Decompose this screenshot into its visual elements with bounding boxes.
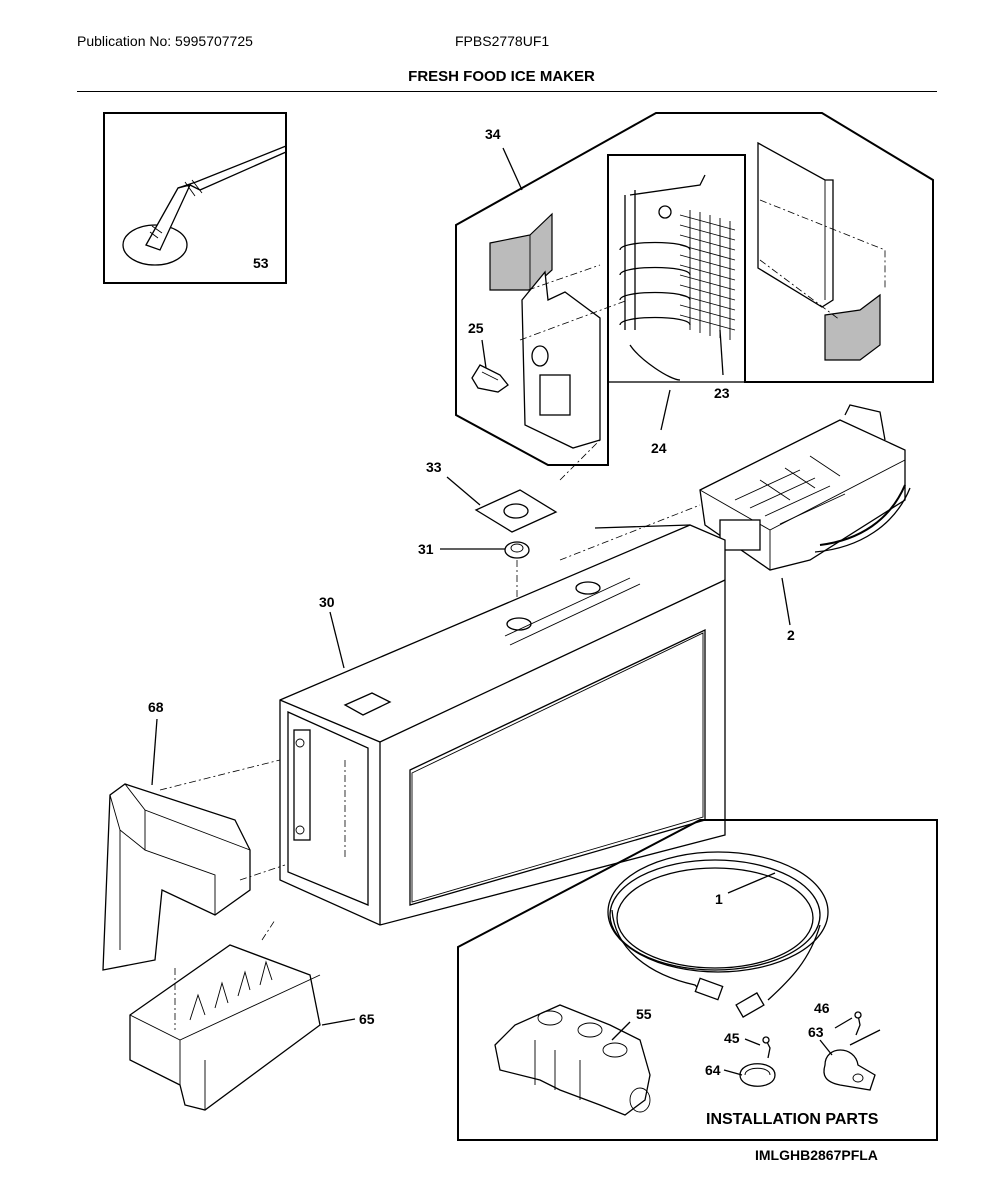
inset-53 xyxy=(103,112,287,284)
ice-maker-2 xyxy=(559,404,911,571)
callout-64: 64 xyxy=(705,1062,721,1078)
publication-number: Publication No: 5995707725 xyxy=(77,33,253,49)
diagram-code: IMLGHB2867PFLA xyxy=(755,1147,878,1163)
installation-parts-panel xyxy=(457,819,938,1141)
callout-31: 31 xyxy=(418,541,434,557)
callout-labels: 34 25 23 24 53 33 31 30 2 68 65 1 55 45 … xyxy=(148,126,879,1163)
callout-53: 53 xyxy=(253,255,269,271)
callout-1: 1 xyxy=(715,891,723,907)
callout-63: 63 xyxy=(808,1024,824,1040)
page-title: FRESH FOOD ICE MAKER xyxy=(408,68,595,85)
callout-46: 46 xyxy=(814,1000,830,1016)
gasket-33 xyxy=(474,489,558,533)
grommet-31 xyxy=(504,541,530,630)
callout-23: 23 xyxy=(714,385,730,401)
evaporator-module-34 xyxy=(455,112,934,481)
tray-65 xyxy=(129,919,321,1111)
housing-30 xyxy=(279,524,726,926)
installation-parts-label: INSTALLATION PARTS xyxy=(706,1111,879,1128)
callout-34: 34 xyxy=(485,126,501,142)
callout-2: 2 xyxy=(787,627,795,643)
callout-33: 33 xyxy=(426,459,442,475)
leader-lines xyxy=(151,147,853,1076)
callout-55: 55 xyxy=(636,1006,652,1022)
callout-24: 24 xyxy=(651,440,667,456)
callout-45: 45 xyxy=(724,1030,740,1046)
callout-30: 30 xyxy=(319,594,335,610)
callout-25: 25 xyxy=(468,320,484,336)
cover-68 xyxy=(102,759,286,971)
model-number: FPBS2778UF1 xyxy=(455,33,550,49)
callout-68: 68 xyxy=(148,699,164,715)
callout-65: 65 xyxy=(359,1011,375,1027)
header-divider xyxy=(77,91,937,92)
